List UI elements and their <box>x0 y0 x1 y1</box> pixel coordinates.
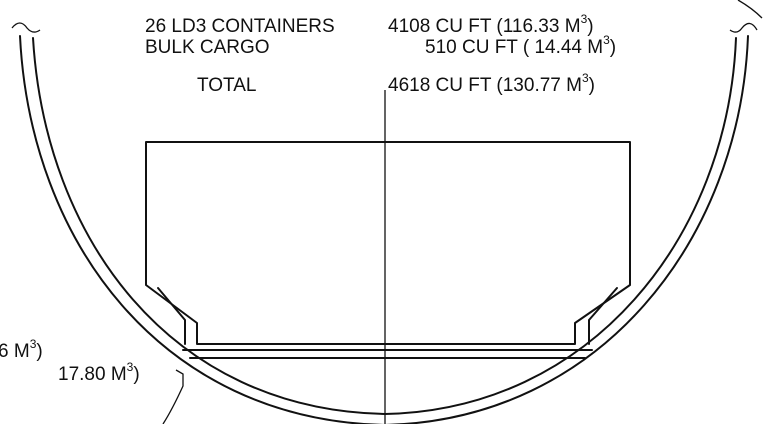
hold-inner-right-chamfer <box>588 287 618 345</box>
row-2-label: BULK CARGO <box>145 37 270 58</box>
leader-line <box>162 369 184 424</box>
row-1-value: 4108 CU FT (116.33 M3) <box>388 12 594 37</box>
row-3-label: TOTAL <box>197 75 256 96</box>
cut-label-lower: 17.80 M3) <box>58 360 140 385</box>
row-2-value: 510 CU FT ( 14.44 M3) <box>425 33 616 58</box>
right-wall-hook <box>729 22 758 33</box>
row-1-label: 26 LD3 CONTAINERS <box>145 16 335 37</box>
row-3-value: 4618 CU FT (130.77 M3) <box>388 71 595 96</box>
top-right-corner-arc <box>737 0 763 19</box>
hold-inner-left-chamfer <box>157 287 186 345</box>
cut-label-upper: 6 M3) <box>0 337 43 362</box>
left-wall-hook <box>11 22 41 33</box>
cargo-hold-outline <box>145 141 631 345</box>
fuselage-outer-wall <box>19 35 749 424</box>
